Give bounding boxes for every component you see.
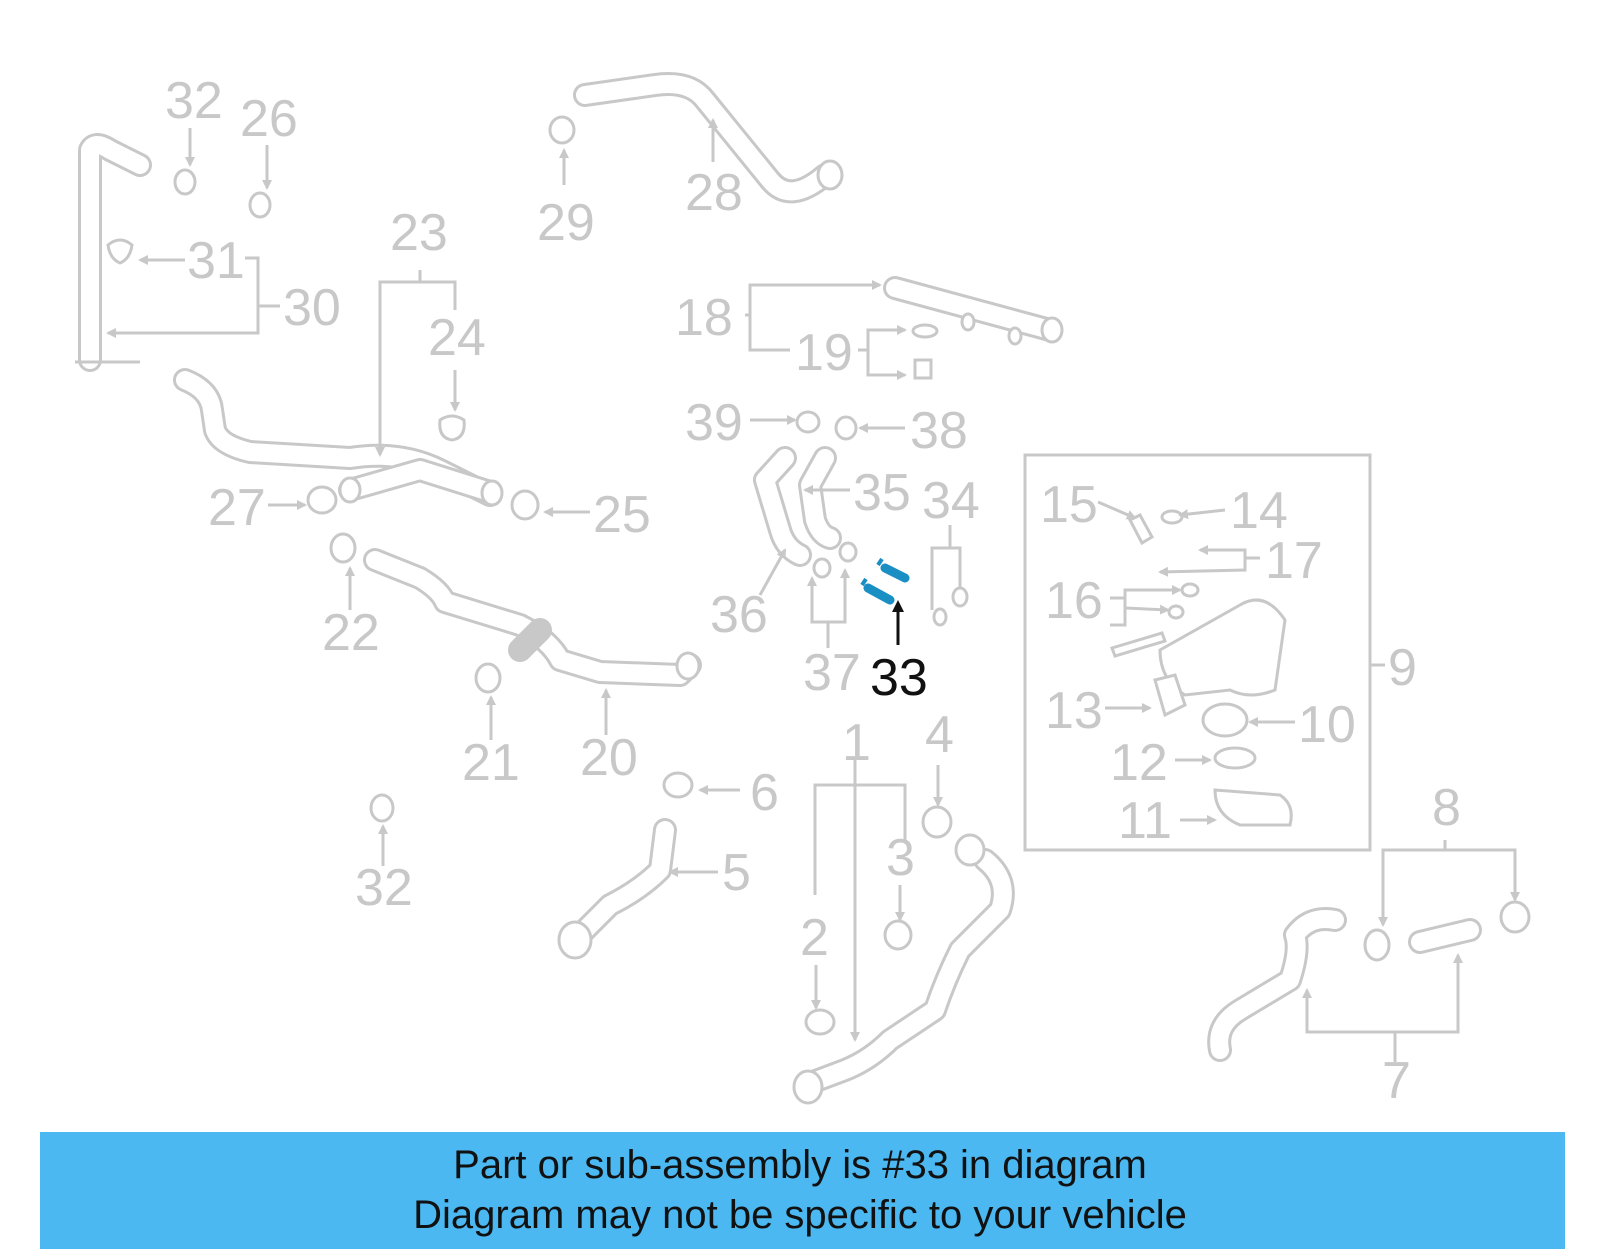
callout-33-highlighted: 33 xyxy=(870,649,928,707)
callout-21: 21 xyxy=(462,734,520,792)
callout-10: 10 xyxy=(1298,696,1356,754)
callout-19: 19 xyxy=(795,324,853,382)
callout-34: 34 xyxy=(922,472,980,530)
callout-22: 22 xyxy=(322,604,380,662)
callout-4: 4 xyxy=(925,706,954,764)
callout-1: 1 xyxy=(842,714,871,772)
callout-12: 12 xyxy=(1110,734,1168,792)
callout-7: 7 xyxy=(1382,1052,1411,1110)
part-33-drawing xyxy=(860,557,910,605)
callout-labels: 32 26 31 30 28 29 23 24 27 25 22 21 20 3… xyxy=(165,72,1461,1110)
callout-32-bottom: 32 xyxy=(355,859,413,917)
callout-13: 13 xyxy=(1045,682,1103,740)
callout-17: 17 xyxy=(1265,532,1323,590)
callout-9: 9 xyxy=(1388,639,1417,697)
callout-25: 25 xyxy=(593,486,651,544)
callout-2: 2 xyxy=(800,909,829,967)
callout-24: 24 xyxy=(428,309,486,367)
callout-27: 27 xyxy=(208,479,266,537)
callout-26: 26 xyxy=(240,90,298,148)
callout-29: 29 xyxy=(537,194,595,252)
callout-18: 18 xyxy=(675,289,733,347)
banner-line-disclaimer: Diagram may not be specific to your vehi… xyxy=(413,1193,1187,1237)
callout-38: 38 xyxy=(910,402,968,460)
callout-11: 11 xyxy=(1118,792,1172,850)
callout-16: 16 xyxy=(1045,572,1103,630)
callout-28: 28 xyxy=(685,164,743,222)
callout-36: 36 xyxy=(710,586,768,644)
banner-line-part-number: Part or sub-assembly is #33 in diagram xyxy=(453,1143,1147,1187)
callout-23: 23 xyxy=(390,204,448,262)
callout-39: 39 xyxy=(685,394,743,452)
callout-35: 35 xyxy=(853,464,911,522)
part-drawings xyxy=(75,72,1531,1105)
callout-30: 30 xyxy=(283,279,341,337)
callout-6: 6 xyxy=(750,764,779,822)
leader-lines xyxy=(106,118,1520,1062)
callout-37: 37 xyxy=(803,644,861,702)
callout-14: 14 xyxy=(1230,482,1288,540)
callout-31: 31 xyxy=(187,232,245,290)
callout-3: 3 xyxy=(886,829,915,887)
callout-15: 15 xyxy=(1040,476,1098,534)
info-banner: Part or sub-assembly is #33 in diagram D… xyxy=(40,1132,1565,1249)
callout-5: 5 xyxy=(722,844,751,902)
callout-32-top: 32 xyxy=(165,72,223,130)
callout-8: 8 xyxy=(1432,779,1461,837)
callout-20: 20 xyxy=(580,729,638,787)
